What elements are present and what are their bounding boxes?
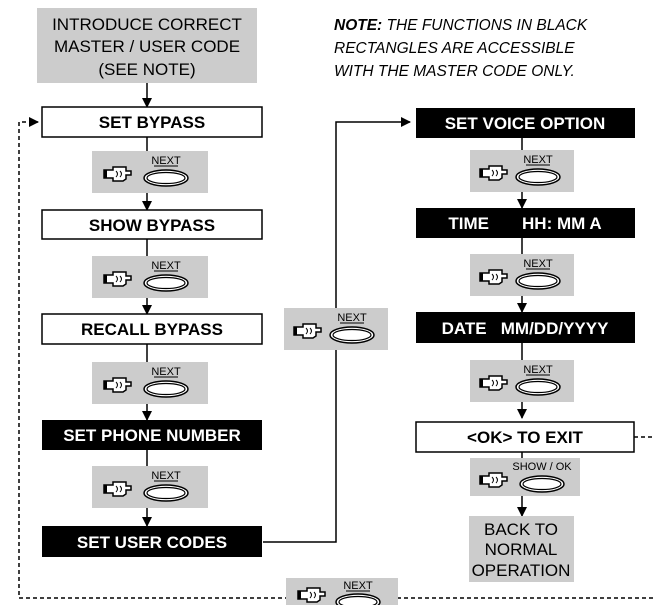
back-line-1: BACK TO [484, 520, 558, 539]
back-line-3: OPERATION [472, 561, 571, 580]
next-label: NEXT [337, 312, 367, 324]
box-set-voice-option-label: SET VOICE OPTION [445, 114, 606, 133]
box-set-phone-number-label: SET PHONE NUMBER [63, 426, 241, 445]
oval-key-icon [335, 593, 381, 605]
next-button-panel-1: NEXT [92, 151, 208, 193]
box-set-bypass-label: SET BYPASS [99, 113, 205, 132]
box-show-bypass-label: SHOW BYPASS [89, 216, 215, 235]
intro-line-1: INTRODUCE CORRECT [52, 15, 242, 34]
box-set-user-codes-label: SET USER CODES [77, 533, 227, 552]
next-label: NEXT [523, 258, 553, 270]
next-label: NEXT [151, 470, 181, 482]
box-time: TIME HH: MM A [416, 208, 635, 238]
show-ok-label: SHOW / OK [512, 461, 572, 473]
next-label: NEXT [151, 155, 181, 167]
oval-key-icon [515, 168, 561, 186]
box-date: DATE MM/DD/YYYY [416, 312, 635, 343]
note-label: NOTE: [334, 17, 382, 34]
show-ok-button-panel: SHOW / OK [470, 458, 580, 496]
note-line-3: WITH THE MASTER CODE ONLY. [334, 63, 575, 80]
next-label: NEXT [523, 154, 553, 166]
oval-key-icon [143, 274, 189, 292]
back-line-2: NORMAL [485, 540, 558, 559]
box-set-phone-number: SET PHONE NUMBER [42, 420, 262, 450]
oval-key-icon [143, 169, 189, 187]
box-set-user-codes: SET USER CODES [42, 526, 262, 557]
oval-key-icon [519, 475, 565, 493]
next-button-panel-5: NEXT [284, 308, 388, 350]
box-ok-to-exit: <OK> TO EXIT [415, 421, 635, 453]
next-label: NEXT [343, 580, 373, 592]
box-set-voice-option: SET VOICE OPTION [416, 108, 635, 138]
next-button-panel-3: NEXT [92, 362, 208, 404]
note-text: NOTE: THE FUNCTIONS IN BLACK RECTANGLES … [334, 17, 588, 80]
intro-box: INTRODUCE CORRECT MASTER / USER CODE (SE… [37, 8, 257, 83]
oval-key-icon [143, 484, 189, 502]
intro-line-3: (SEE NOTE) [98, 60, 195, 79]
box-set-bypass: SET BYPASS [41, 106, 263, 138]
oval-key-icon [515, 378, 561, 396]
note-line-2: RECTANGLES ARE ACCESSIBLE [334, 40, 575, 57]
next-button-panel-2: NEXT [92, 256, 208, 298]
next-button-panel-6: NEXT [470, 150, 574, 192]
box-ok-to-exit-label: <OK> TO EXIT [467, 428, 584, 447]
box-recall-bypass-label: RECALL BYPASS [81, 320, 223, 339]
next-label: NEXT [523, 364, 553, 376]
box-recall-bypass: RECALL BYPASS [41, 313, 263, 345]
box-date-label: DATE MM/DD/YYYY [442, 319, 610, 338]
next-button-panel-7: NEXT [470, 254, 574, 296]
next-button-panel-4: NEXT [92, 466, 208, 508]
oval-key-icon [143, 380, 189, 398]
next-button-panel-loop: NEXT [286, 578, 398, 605]
next-label: NEXT [151, 260, 181, 272]
box-time-label: TIME HH: MM A [448, 214, 601, 233]
intro-line-2: MASTER / USER CODE [54, 37, 240, 56]
box-show-bypass: SHOW BYPASS [41, 209, 263, 240]
next-button-panel-8: NEXT [470, 360, 574, 402]
note-line-1: THE FUNCTIONS IN BLACK [382, 17, 588, 34]
svg-text:NOTE: THE FUNCTIONS IN BLACK: NOTE: THE FUNCTIONS IN BLACK [334, 17, 588, 34]
next-label: NEXT [151, 366, 181, 378]
oval-key-icon [329, 326, 375, 344]
oval-key-icon [515, 272, 561, 290]
back-to-normal-box: BACK TO NORMAL OPERATION [469, 516, 574, 582]
